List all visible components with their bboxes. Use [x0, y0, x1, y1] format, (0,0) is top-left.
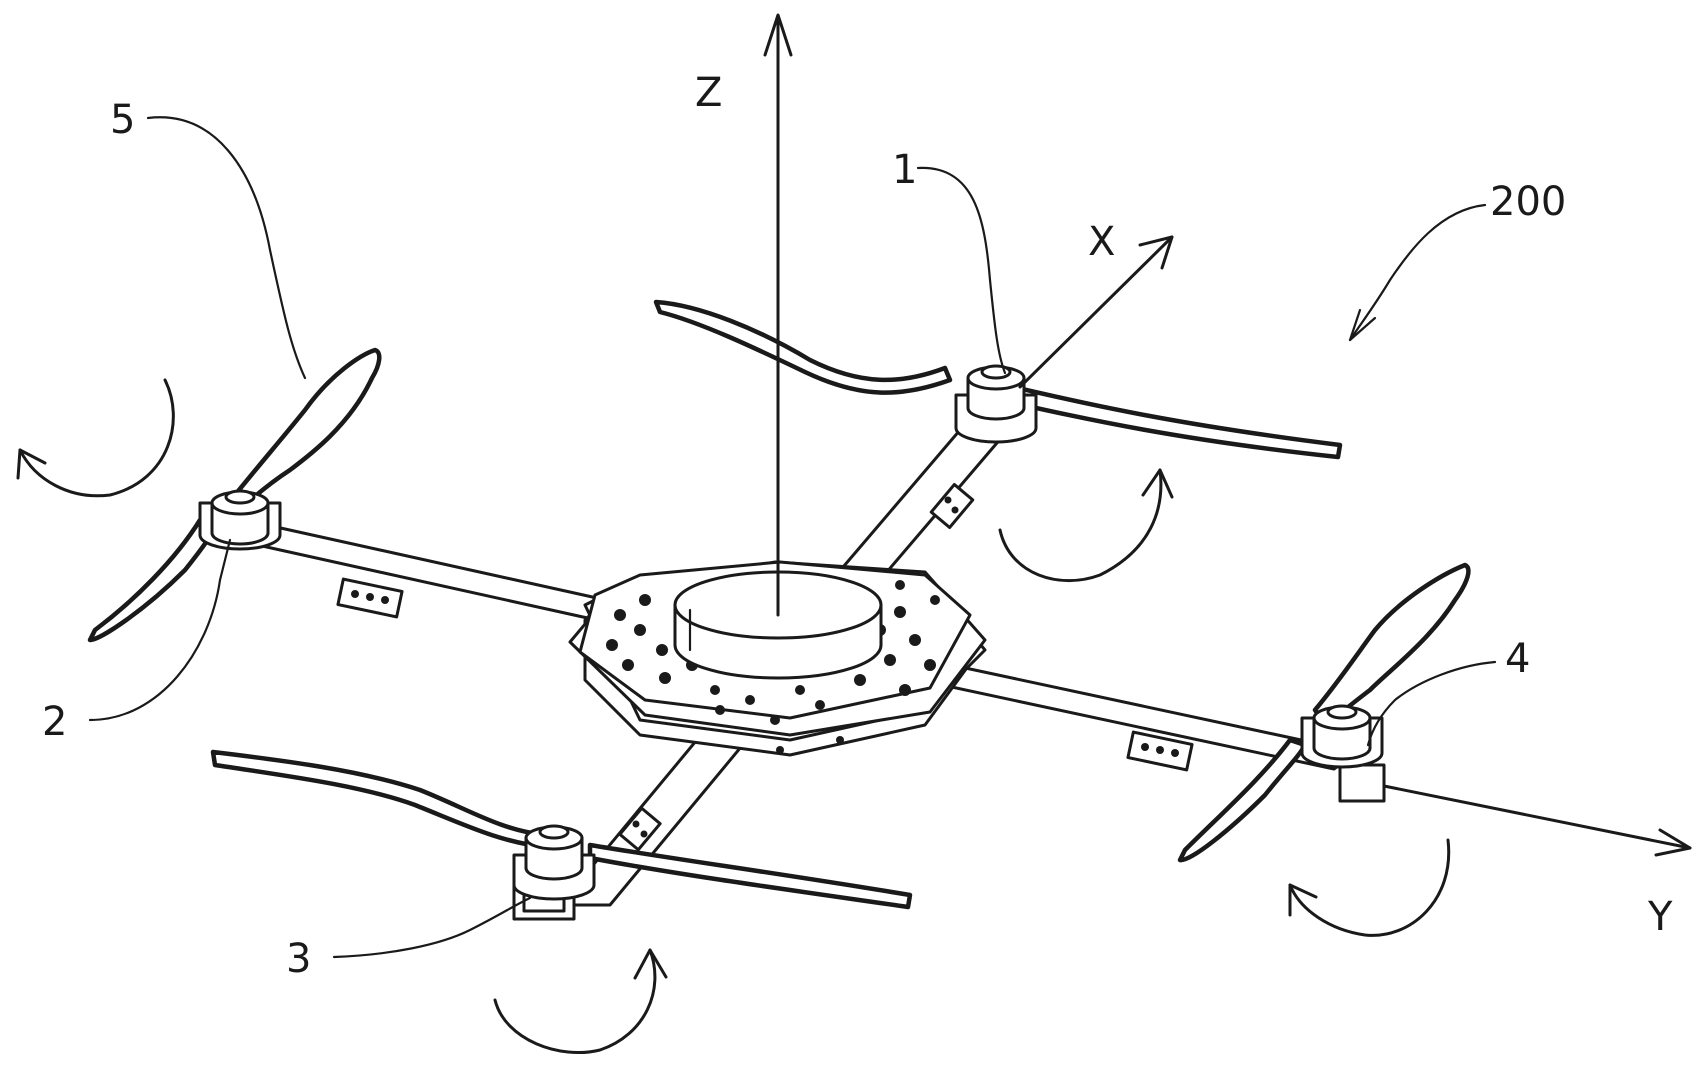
arm-left: [235, 523, 615, 619]
rotation-arrow-back: [1000, 470, 1172, 581]
z-axis: [765, 15, 791, 615]
label-4: 4: [1505, 636, 1530, 682]
arm-back: [832, 430, 1008, 580]
rotation-arrow-right: [1290, 840, 1449, 935]
label-200: 200: [1490, 179, 1566, 225]
motor-4: [1302, 706, 1384, 801]
motor-2: [200, 491, 280, 549]
rotation-arrow-left: [18, 380, 173, 496]
motor-1: [956, 366, 1036, 442]
label-5: 5: [110, 97, 135, 143]
y-axis: [1384, 786, 1690, 855]
z-axis-label: Z: [695, 70, 722, 116]
x-axis-label: X: [1088, 219, 1115, 265]
label-2: 2: [42, 699, 67, 745]
y-axis-label: Y: [1647, 894, 1673, 940]
label-1: 1: [892, 147, 917, 193]
label-3: 3: [286, 936, 311, 982]
rotation-arrow-front: [495, 950, 666, 1053]
